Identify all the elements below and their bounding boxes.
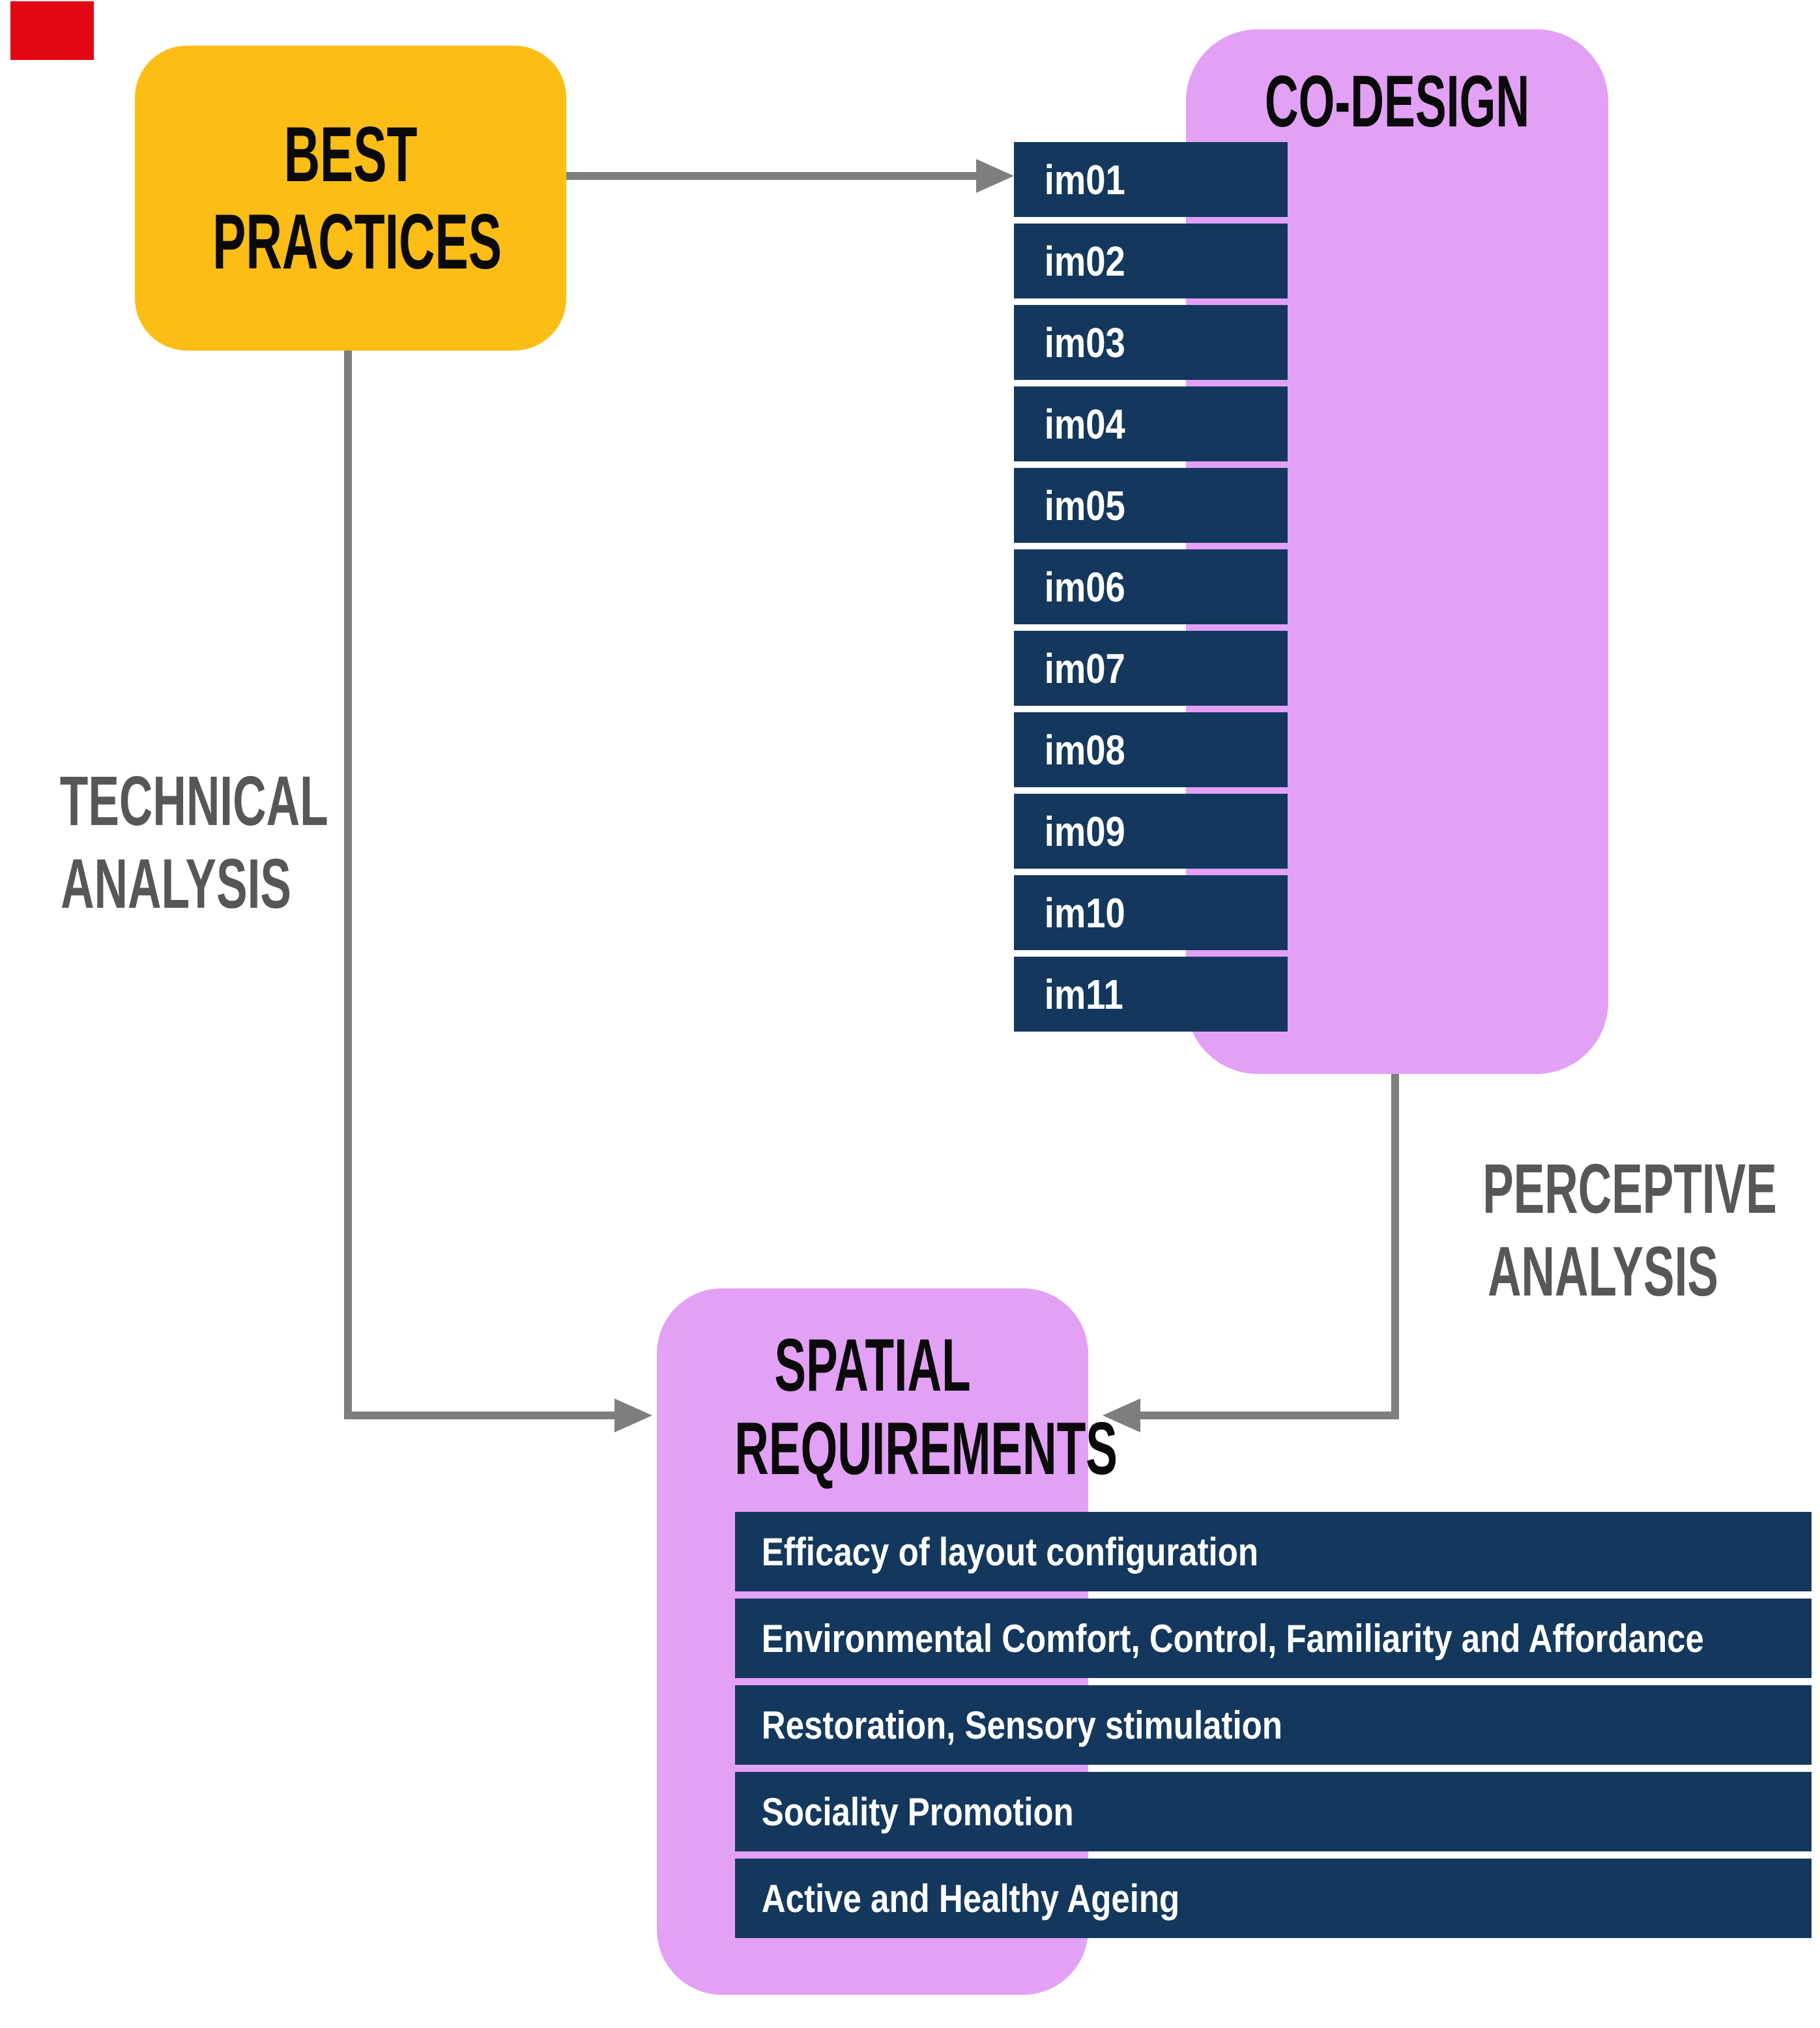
co-design-image-bar: im01 — [1014, 142, 1288, 217]
technical-analysis-label-line1: TECHNICAL — [59, 761, 328, 840]
connector-best-to-codesign-line — [566, 172, 976, 180]
co-design-image-bar: im02 — [1014, 224, 1288, 298]
connector-technical-vertical-line — [344, 351, 352, 1419]
red-corner-fragment — [10, 1, 94, 60]
co-design-image-bar: im06 — [1014, 549, 1288, 624]
co-design-image-label: im03 — [1044, 319, 1125, 366]
perceptive-analysis-label: PERCEPTIVE ANALYSIS — [1482, 1147, 1777, 1313]
co-design-image-label: im01 — [1044, 156, 1125, 203]
spatial-requirement-bar: Restoration, Sensory stimulation — [735, 1685, 1812, 1765]
connector-best-to-codesign-arrowhead — [976, 159, 1014, 193]
spatial-requirement-bar: Active and Healthy Ageing — [735, 1859, 1812, 1938]
spatial-requirement-bar: Efficacy of layout configuration — [735, 1512, 1812, 1591]
spatial-requirements-title: SPATIAL REQUIREMENTS — [734, 1324, 1118, 1490]
spatial-requirement-bar: Sociality Promotion — [735, 1772, 1812, 1851]
co-design-image-bar: im09 — [1014, 794, 1288, 869]
connector-technical-arrowhead — [614, 1398, 652, 1432]
spatial-requirement-label: Restoration, Sensory stimulation — [761, 1703, 1282, 1747]
spatial-requirement-label: Environmental Comfort, Control, Familiar… — [761, 1616, 1704, 1660]
spatial-requirements-title-line1: SPATIAL — [774, 1324, 971, 1407]
co-design-image-bar: im04 — [1014, 386, 1288, 461]
co-design-image-label: im04 — [1044, 400, 1125, 448]
co-design-image-bar: im08 — [1014, 712, 1288, 787]
perceptive-analysis-label-line2: ANALYSIS — [1488, 1232, 1718, 1311]
co-design-image-bar: im10 — [1014, 875, 1288, 950]
co-design-image-list: im01 im02 im03 im04 im05 im06 im07 — [1014, 142, 1288, 1032]
spatial-requirement-label: Active and Healthy Ageing — [761, 1876, 1180, 1920]
co-design-image-label: im07 — [1044, 645, 1125, 692]
co-design-image-label: im11 — [1044, 970, 1123, 1018]
connector-technical-horizontal-line — [344, 1412, 614, 1419]
best-practices-title-line1: BEST — [283, 110, 418, 198]
spatial-requirements-title-line2: REQUIREMENTS — [734, 1407, 1118, 1490]
spatial-requirement-label: Efficacy of layout configuration — [761, 1529, 1259, 1574]
technical-analysis-label-line2: ANALYSIS — [61, 844, 291, 923]
technical-analysis-label: TECHNICAL ANALYSIS — [59, 759, 328, 925]
co-design-image-bar: im05 — [1014, 468, 1288, 543]
co-design-image-label: im06 — [1044, 563, 1125, 611]
co-design-image-label: im05 — [1044, 482, 1125, 529]
co-design-image-label: im02 — [1044, 237, 1125, 285]
perceptive-analysis-label-line1: PERCEPTIVE — [1482, 1149, 1777, 1228]
co-design-image-label: im08 — [1044, 726, 1125, 774]
best-practices-title: BEST PRACTICES — [212, 110, 502, 286]
spatial-requirement-label: Sociality Promotion — [761, 1789, 1074, 1834]
co-design-image-bar: im07 — [1014, 631, 1288, 706]
connector-perceptive-arrowhead — [1103, 1398, 1140, 1432]
best-practices-node: BEST PRACTICES — [135, 46, 566, 351]
best-practices-title-line2: PRACTICES — [212, 198, 502, 285]
connector-perceptive-vertical-line — [1391, 1074, 1399, 1419]
co-design-image-label: im10 — [1044, 889, 1125, 936]
spatial-requirement-bar: Environmental Comfort, Control, Familiar… — [735, 1599, 1812, 1678]
spatial-requirements-list: Efficacy of layout configuration Environ… — [735, 1512, 1812, 1938]
connector-perceptive-horizontal-line — [1140, 1412, 1399, 1419]
co-design-image-label: im09 — [1044, 807, 1125, 855]
co-design-image-bar: im03 — [1014, 305, 1288, 380]
co-design-title: CO-DESIGN — [1264, 61, 1530, 142]
co-design-image-bar: im11 — [1014, 957, 1288, 1032]
